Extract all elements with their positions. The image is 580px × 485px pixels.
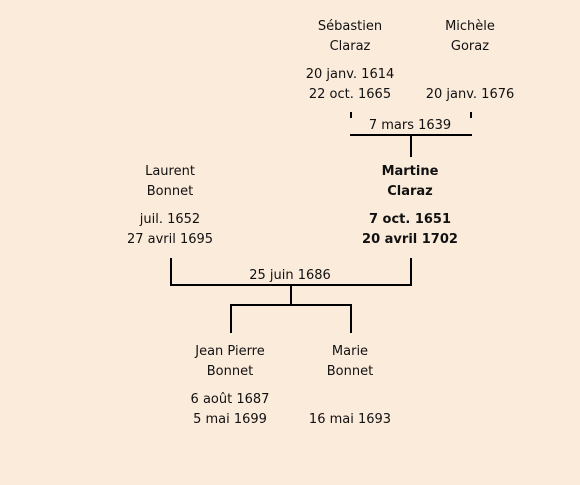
- life-dates: 6 août 1687 5 mai 1699: [160, 390, 300, 430]
- death-date: 22 oct. 1665: [308, 87, 392, 102]
- surname: Bonnet: [206, 364, 254, 379]
- given-name: Sébastien: [317, 19, 383, 34]
- surname: Goraz: [450, 39, 490, 54]
- birth-date: 7 oct. 1651: [368, 212, 452, 227]
- person-michele-goraz[interactable]: Michèle Goraz 20 janv. 1676: [400, 17, 540, 105]
- given-name: Jean Pierre: [195, 344, 265, 359]
- birth-date: juil. 1652: [139, 212, 201, 227]
- given-name: Marie: [331, 344, 369, 359]
- marriage-date-bonnet-claraz: 25 juin 1686: [220, 268, 360, 284]
- death-date: 16 mai 1693: [308, 412, 392, 427]
- person-sebastien-claraz[interactable]: Sébastien Claraz 20 janv. 1614 22 oct. 1…: [280, 17, 420, 105]
- surname: Claraz: [329, 39, 371, 54]
- surname: Bonnet: [326, 364, 374, 379]
- given-name: Michèle: [445, 19, 495, 34]
- life-dates: 16 mai 1693: [280, 390, 420, 430]
- life-dates: 20 janv. 1676: [400, 65, 540, 105]
- given-name: Laurent: [145, 164, 195, 179]
- death-date: 5 mai 1699: [193, 412, 267, 427]
- person-laurent-bonnet[interactable]: Laurent Bonnet juil. 1652 27 avril 1695: [100, 162, 240, 250]
- birth-date: 6 août 1687: [190, 392, 270, 407]
- person-martine-claraz[interactable]: Martine Claraz 7 oct. 1651 20 avril 1702: [340, 162, 480, 250]
- surname: Claraz: [387, 184, 433, 199]
- given-name: Martine: [381, 164, 439, 179]
- death-date: 27 avril 1695: [126, 232, 214, 247]
- life-dates: 7 oct. 1651 20 avril 1702: [340, 210, 480, 250]
- surname: Bonnet: [146, 184, 194, 199]
- death-date: 20 janv. 1676: [425, 87, 515, 102]
- life-dates: 20 janv. 1614 22 oct. 1665: [280, 65, 420, 105]
- birth-date: [400, 65, 540, 85]
- death-date: 20 avril 1702: [362, 232, 458, 247]
- birth-date: 20 janv. 1614: [305, 67, 395, 82]
- birth-date: [280, 390, 420, 410]
- person-marie-bonnet[interactable]: Marie Bonnet 16 mai 1693: [280, 342, 420, 430]
- person-jean-pierre-bonnet[interactable]: Jean Pierre Bonnet 6 août 1687 5 mai 169…: [160, 342, 300, 430]
- marriage-date-claraz-goraz: 7 mars 1639: [340, 118, 480, 134]
- life-dates: juil. 1652 27 avril 1695: [100, 210, 240, 250]
